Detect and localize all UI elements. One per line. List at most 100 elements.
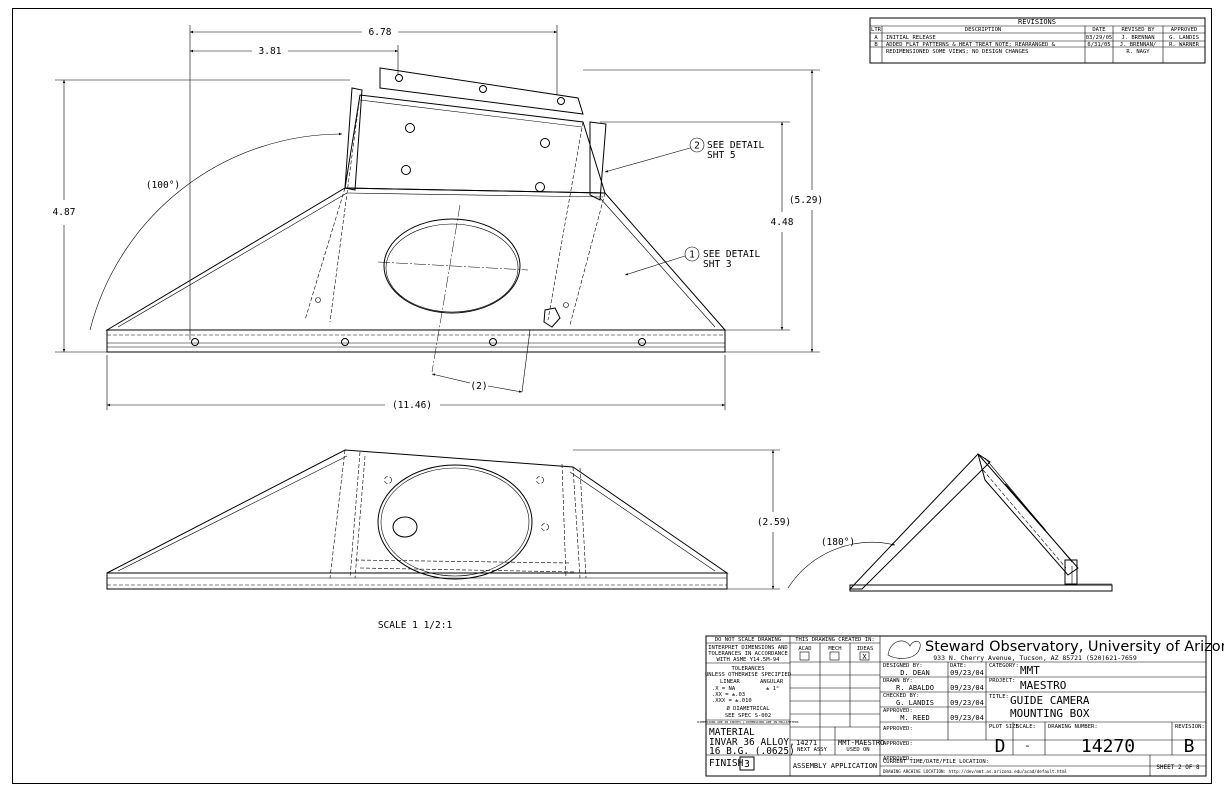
current-location-label: CURRENT TIME/DATE/FILE LOCATION: [883, 759, 989, 765]
scale-value: - [1024, 739, 1031, 752]
note-interpret-3: WITH ASME Y14.5M-94 [717, 657, 781, 663]
checked-by: G. LANDIS [896, 699, 934, 707]
callout-2-number: 2 [694, 141, 700, 152]
assembly-application-label: ASSEMBLY APPLICATION [793, 762, 877, 770]
drawing-number-label: DRAWING NUMBER: [1048, 724, 1098, 730]
revisions-title: REVISIONS [1018, 18, 1056, 26]
material-label: MATERIAL [709, 727, 755, 738]
dim-2: (2) [470, 381, 487, 392]
rev-header-date: DATE [1092, 27, 1105, 33]
rev-row-b-by2: R. NAGY [1126, 49, 1150, 55]
rev-row-a-date: 03/29/05 [1086, 35, 1113, 41]
front-view-dimension: (2.59) [573, 449, 791, 590]
rev-header-ltr: LTR [871, 27, 882, 33]
approved-by-label: APPROVED: [883, 708, 913, 714]
title-block: DO NOT SCALE DRAWING INTERPRET DIMENSION… [697, 635, 1224, 777]
org-name: Steward Observatory, University of Arizo… [925, 639, 1224, 655]
next-assy-label: NEXT ASSY [797, 747, 827, 753]
drawn-date: 09/23/04 [950, 684, 984, 692]
project-label: PROJECT: [989, 678, 1016, 684]
approved-3-label: APPROVED: [883, 741, 913, 747]
side-view [848, 453, 1113, 592]
scale-note: SCALE 1 1/2:1 [378, 620, 453, 631]
rev-header-approved: APPROVED [1171, 27, 1198, 33]
project-value: MAESTRO [1020, 679, 1066, 692]
next-assy-number: 14271 [796, 739, 817, 747]
front-view [106, 449, 729, 590]
detail-callout-2: 2 SEE DETAIL SHT 5 [604, 137, 764, 173]
approved-by: M. REED [900, 714, 930, 722]
drawing-number: 14270 [1081, 736, 1135, 757]
rev-header-revised: REVISED BY [1121, 27, 1155, 33]
dim-100-deg: (100°) [146, 180, 180, 191]
checked-date: 09/23/04 [950, 699, 984, 707]
callout-1-line2: SHT 3 [703, 259, 732, 270]
callout-1-line1: SEE DETAIL [703, 249, 760, 260]
rev-row-a-ltr: A [874, 35, 878, 41]
note-interpret-2: TOLERANCES IN ACCORDANCE [708, 651, 787, 657]
note-do-not-scale: DO NOT SCALE DRAWING [715, 637, 781, 643]
designed-date: 09/23/04 [950, 669, 984, 677]
note-diametrical: Ø DIAMETRICAL [726, 705, 770, 712]
category-value: MMT [1020, 664, 1040, 677]
title-line-1: GUIDE CAMERA [1010, 694, 1090, 707]
rev-row-b-approved: R. WARNER [1169, 42, 1199, 48]
sw-ideas: IDEAS [857, 646, 874, 652]
dim-4-87: 4.87 [53, 207, 76, 218]
dim-6-78: 6.78 [369, 27, 392, 38]
callout-1-number: 1 [689, 250, 695, 261]
material-line-2: 16 B.G. (.0625) [709, 746, 795, 757]
revision-value: B [1184, 736, 1195, 757]
category-label: CATEGORY: [989, 663, 1019, 669]
note-tolerances: TOLERANCES [731, 666, 764, 672]
dim-3-81: 3.81 [259, 46, 282, 57]
used-on-label: USED ON [846, 747, 869, 753]
title-label: TITLE: [989, 694, 1009, 700]
sw-ideas-check: X [862, 653, 867, 661]
sw-mech: MECH [828, 646, 841, 652]
drawn-by-label: DRAWN BY: [883, 678, 913, 684]
note-interpret-1: INTERPRET DIMENSIONS AND [708, 645, 787, 651]
dim-5-29: (5.29) [789, 195, 823, 206]
drawn-by: R. ABALDO [896, 684, 934, 692]
note-tol-2: .XX = ±.03 [712, 692, 745, 698]
rev-row-b-desc1: ADDED FLAT PATTERNS & HEAT TREAT NOTE; R… [886, 42, 1056, 48]
created-in-label: THIS DRAWING CREATED IN: [795, 637, 874, 643]
callout-2-line1: SEE DETAIL [707, 140, 764, 151]
note-linear: LINEAR [720, 679, 741, 685]
checked-by-label: CHECKED BY: [883, 693, 919, 699]
date-label: DATE: [950, 663, 967, 669]
sw-acad-checkbox [799, 651, 810, 661]
rev-row-a-desc: INITIAL RELEASE [886, 35, 936, 41]
top-view-dimensions: 6.78 3.81 4.87 4.48 (5.29) (100°) (2) [53, 25, 823, 411]
rev-row-a-by: J. BRENNAN [1121, 35, 1154, 41]
dim-11-46: (11.46) [392, 400, 432, 411]
designed-by: D. DEAN [900, 669, 930, 677]
drawing-border [12, 8, 1212, 784]
note-angular-tol: ± 1° [766, 686, 779, 692]
top-view [105, 67, 727, 373]
revisions-table: REVISIONS LTR DESCRIPTION DATE REVISED B… [869, 17, 1206, 64]
material-line-1: INVAR 36 ALLOY, [709, 737, 795, 748]
sheet-number: SHEET 2 OF 8 [1156, 764, 1200, 771]
steward-logo-icon [887, 640, 921, 659]
finish-label: FINISH [709, 758, 744, 769]
sw-mech-checkbox [829, 651, 840, 661]
approved-date: 09/23/04 [950, 714, 984, 722]
note-tol-3: .XXX = ±.010 [712, 698, 752, 704]
rev-row-a-approved: G. LANDIS [1169, 35, 1199, 41]
plot-size-label: PLOT SIZE [989, 724, 1019, 730]
rev-header-desc: DESCRIPTION [965, 27, 1001, 33]
note-angular: ANGULAR [760, 679, 784, 685]
revision-label: REVISION: [1175, 724, 1205, 730]
plot-size-value: D [995, 736, 1006, 757]
dim-180-deg: (180°) [821, 537, 855, 548]
approved-4-label: APPROVED: [883, 756, 913, 762]
org-address: 933 N. Cherry Avenue, Tucson, AZ 85721 (… [933, 654, 1137, 662]
finish-number: 3 [744, 759, 750, 770]
detail-callout-1: 1 SEE DETAIL SHT 3 [624, 246, 760, 276]
note-dims-units: DIMENSIONS ARE IN INCHES | DIMENSIONS AR… [697, 720, 798, 724]
rev-row-b-by1: J. BRENNAN/ [1120, 42, 1156, 48]
rev-row-b-ltr: B [874, 42, 878, 48]
